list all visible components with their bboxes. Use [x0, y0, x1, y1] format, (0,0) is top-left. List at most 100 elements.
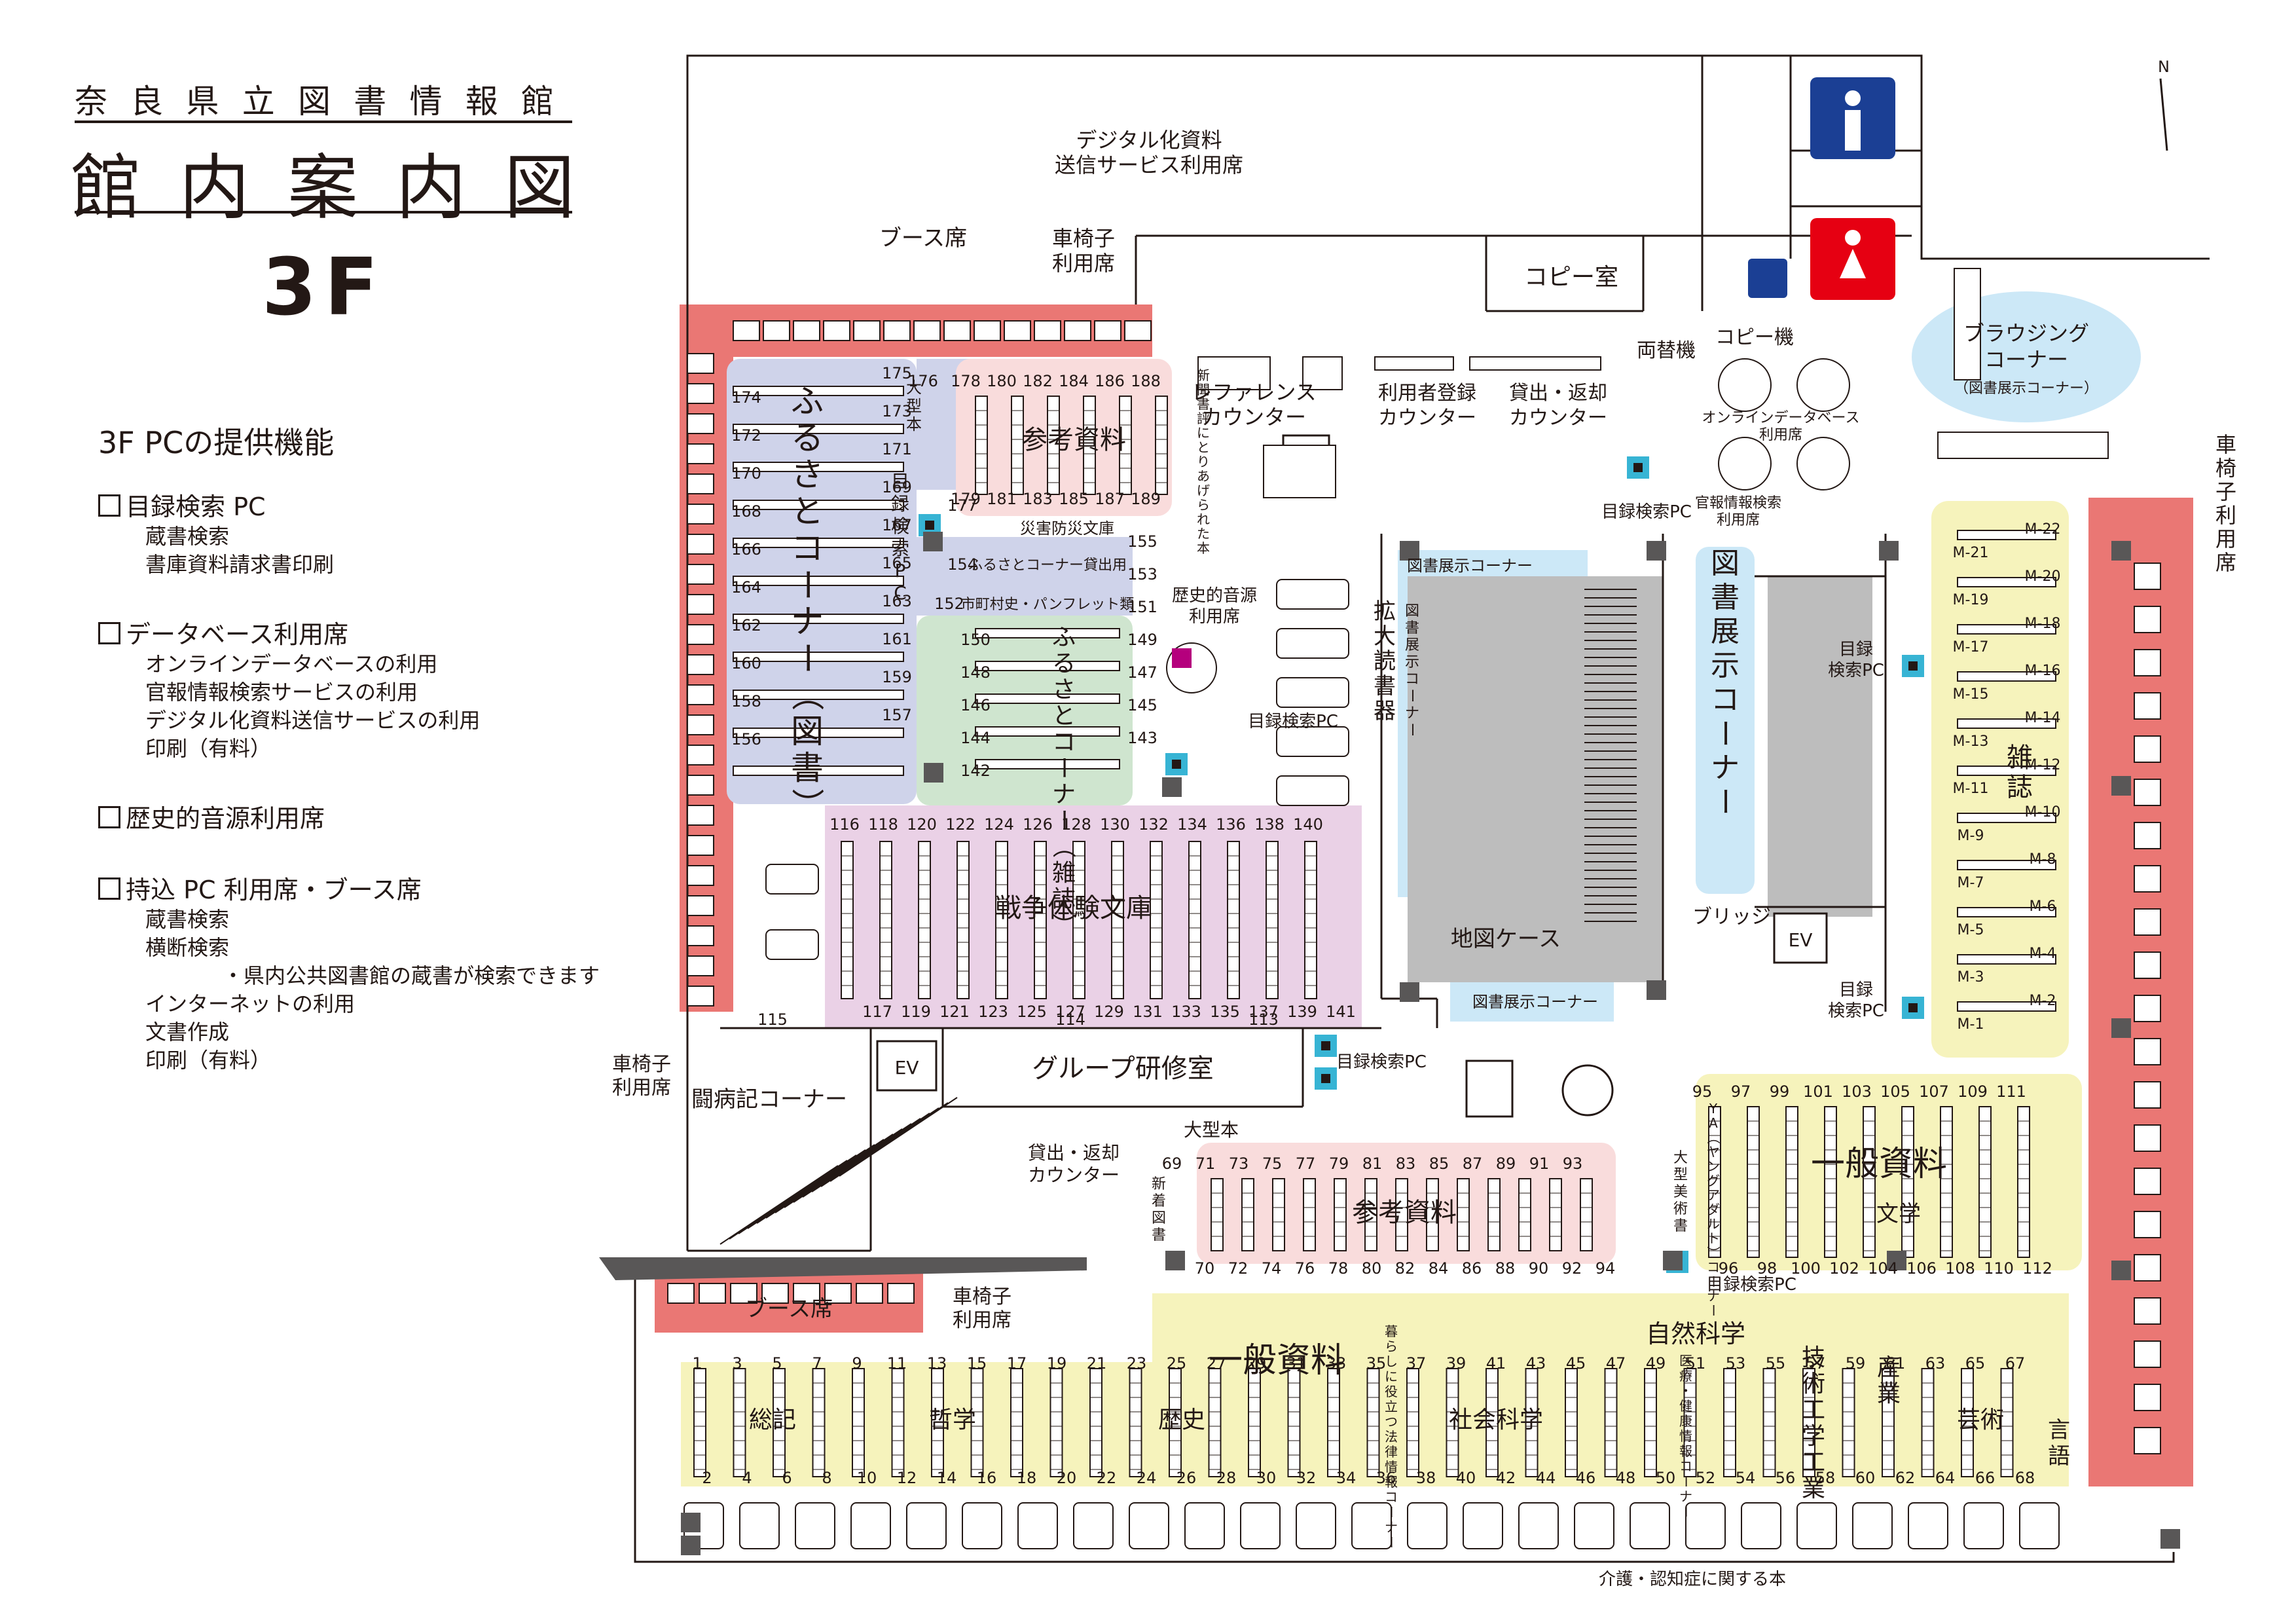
war-shelf: [841, 841, 854, 999]
booth-chair: [730, 1283, 757, 1304]
general-shelf: [1010, 1368, 1023, 1477]
shelf-number: 123: [978, 1003, 1008, 1021]
shelf-number: 139: [1287, 1003, 1317, 1021]
vertical-char: 図: [1405, 603, 1419, 619]
label-reference-counter: レファレンス: [1191, 380, 1316, 405]
shelf-number: 115: [757, 1010, 788, 1029]
magazine-number: M-4: [2030, 946, 2056, 962]
pc-screen: [1633, 463, 1643, 472]
feature-item: 印刷（有料）: [145, 736, 272, 761]
magazine-number: M-14: [2025, 710, 2061, 726]
general-shelf: [1406, 1368, 1419, 1477]
magazine-number: M-17: [1953, 639, 1989, 655]
shelf-number: 18: [1017, 1469, 1037, 1487]
shelf-number: 146: [960, 696, 991, 714]
shelf-number: 114: [1055, 1010, 1085, 1029]
vertical-char: 椅: [2215, 456, 2236, 481]
general-shelf: [1169, 1368, 1182, 1477]
vertical-char: り: [1197, 454, 1210, 470]
vertical-char: ー: [788, 642, 826, 674]
stair-step: [820, 1107, 939, 1187]
general-shelf: [1287, 1368, 1301, 1477]
shelf-number: 58: [1815, 1469, 1836, 1487]
magazine-rack: [1957, 860, 2056, 870]
vertical-char: た: [1197, 526, 1210, 542]
vertical-char: コ: [1052, 729, 1076, 756]
shelf-number: 173: [882, 402, 912, 420]
vertical-char: ー: [1705, 1275, 1721, 1288]
shelf-number: 170: [731, 464, 761, 483]
label-large-books-2: 大型本: [1184, 1119, 1239, 1141]
general-shelf: [1525, 1368, 1539, 1477]
vertical-char: つ: [1385, 1414, 1398, 1430]
shelf-number: 12: [897, 1469, 917, 1487]
shelf-number: 90: [1529, 1259, 1549, 1278]
reference-shelf: [975, 396, 988, 495]
general-shelf: [931, 1368, 944, 1477]
vertical-char: 誌: [1052, 886, 1076, 913]
label-natural-science: 自然科学: [1646, 1320, 1745, 1348]
feature-category-label: データベース利用席: [126, 620, 349, 649]
disaster-area: [917, 537, 1133, 616]
vertical-char: し: [1385, 1354, 1398, 1369]
shelf-number: 138: [1254, 815, 1285, 834]
booth-chair: [687, 714, 714, 735]
vertical-char: 医: [1679, 1353, 1692, 1369]
shelf-number: 156: [731, 730, 761, 748]
literature-shelf: [1940, 1106, 1953, 1258]
stair-step: [784, 1128, 903, 1208]
vertical-char: 図: [791, 712, 824, 750]
vertical-char: 健: [1679, 1398, 1692, 1414]
booth-chair: [2134, 1124, 2161, 1152]
furusato-shelf: [733, 690, 904, 700]
reading-table: [1574, 1502, 1614, 1549]
shelf-number: 34: [1336, 1469, 1357, 1487]
shelf-number: 74: [1262, 1259, 1282, 1278]
shelf-number: 137: [1248, 1003, 1279, 1021]
reference-shelf: [1211, 1178, 1224, 1251]
shelf-number: 104: [1868, 1259, 1898, 1278]
shelf-number: 181: [987, 490, 1017, 508]
label-ev: EV: [1789, 929, 1813, 951]
vertical-char: 立: [1385, 1399, 1398, 1414]
feature-item: オンラインデータベースの利用: [145, 652, 438, 676]
audio-icon: [1172, 648, 1192, 668]
shelf-number: 51: [1686, 1354, 1706, 1373]
shelf-number: 63: [1925, 1354, 1946, 1373]
general-shelf: [1327, 1368, 1340, 1477]
label-browsing-sub: （図書展示コーナー）: [1954, 380, 2098, 397]
label-registration-counter: 利用者登録: [1378, 382, 1476, 405]
general-shelf: [1129, 1368, 1142, 1477]
shelf-number: 78: [1328, 1259, 1349, 1278]
reading-table: [1630, 1502, 1670, 1549]
wall-overhang: [599, 1257, 1087, 1280]
label-browsing: ブラウジング: [1963, 321, 2089, 346]
label-furusato-books: ふるさとコーナー（図書）: [788, 382, 826, 821]
shelf-number: 107: [1919, 1082, 1949, 1101]
general-shelf: [1485, 1368, 1499, 1477]
literature-shelf: [2017, 1106, 2030, 1258]
general-shelf: [891, 1368, 905, 1477]
shelf-number: 50: [1656, 1469, 1676, 1487]
shelf-number: 81: [1362, 1154, 1383, 1173]
shelf-number: 76: [1295, 1259, 1315, 1278]
label-reference-bottom: 参考資料: [1352, 1198, 1457, 1228]
shelf-number: 124: [984, 815, 1014, 834]
label-soki: 総記: [749, 1407, 796, 1433]
reference-shelf: [1083, 396, 1096, 495]
vertical-char: ダ: [1707, 1202, 1720, 1217]
pillar-mark: [2111, 1261, 2131, 1280]
reference-shelf: [1334, 1178, 1347, 1251]
vertical-char: 語: [2048, 1443, 2070, 1469]
vertical-char: ー: [1383, 1505, 1399, 1519]
vertical-char: 大: [1374, 623, 1396, 650]
shelf-number: 116: [829, 815, 860, 834]
feature-item: 蔵書検索: [145, 524, 230, 549]
magazine-shelf: [975, 726, 1120, 737]
stair-step: [793, 1123, 912, 1203]
booth-chair: [856, 1283, 883, 1304]
literature-shelf: [1747, 1106, 1760, 1258]
